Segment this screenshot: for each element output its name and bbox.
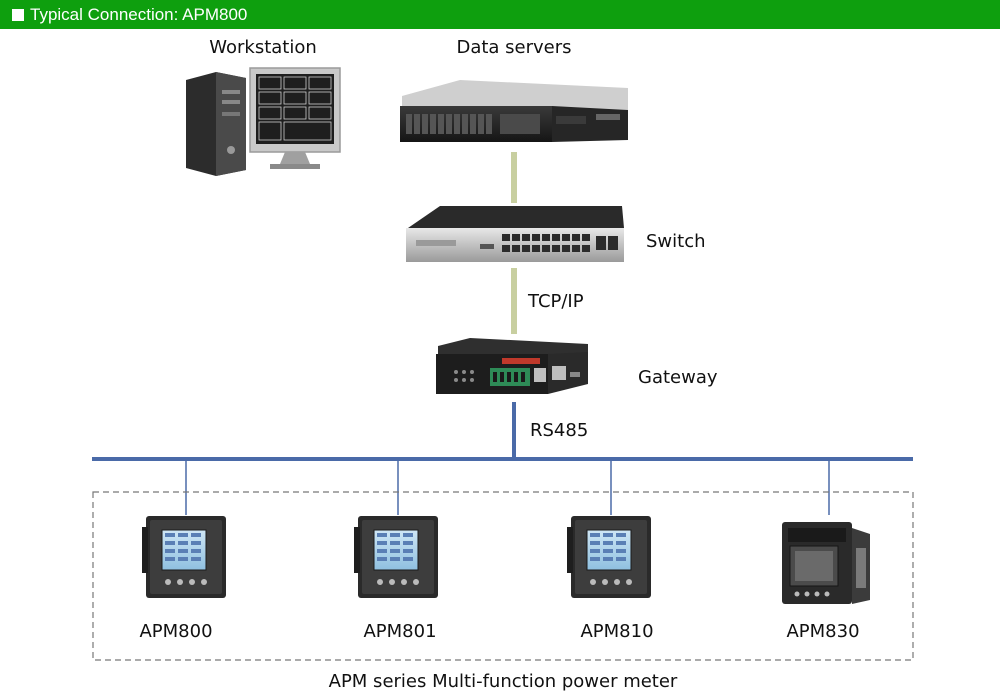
meter-apm800-icon (141, 515, 227, 599)
gateway-label: Gateway (638, 367, 718, 388)
meter-drop-lines (185, 459, 830, 515)
rs485-label: RS485 (530, 420, 588, 441)
workstation-label: Workstation (209, 37, 317, 58)
meter-apm830-icon (782, 522, 870, 604)
data-servers-label: Data servers (456, 37, 571, 58)
network-switch-icon (406, 206, 624, 262)
meter-label-apm800: APM800 (139, 621, 212, 642)
section-title: Typical Connection: APM800 (30, 5, 248, 24)
data-server-icon (400, 80, 628, 142)
tcpip-label: TCP/IP (527, 291, 584, 312)
diagram-caption: APM series Multi-function power meter (329, 671, 678, 692)
meter-group-frame (92, 491, 914, 661)
section-header: Typical Connection: APM800 (0, 0, 1000, 29)
gateway-icon (436, 338, 588, 394)
meter-label-apm830: APM830 (786, 621, 859, 642)
meter-label-apm810: APM810 (580, 621, 653, 642)
workstation-icon (186, 67, 341, 176)
meter-apm801-icon (353, 515, 439, 599)
square-bullet-icon (12, 8, 24, 21)
meter-apm810-icon (566, 515, 652, 599)
meter-label-apm801: APM801 (363, 621, 436, 642)
switch-label: Switch (646, 231, 706, 252)
